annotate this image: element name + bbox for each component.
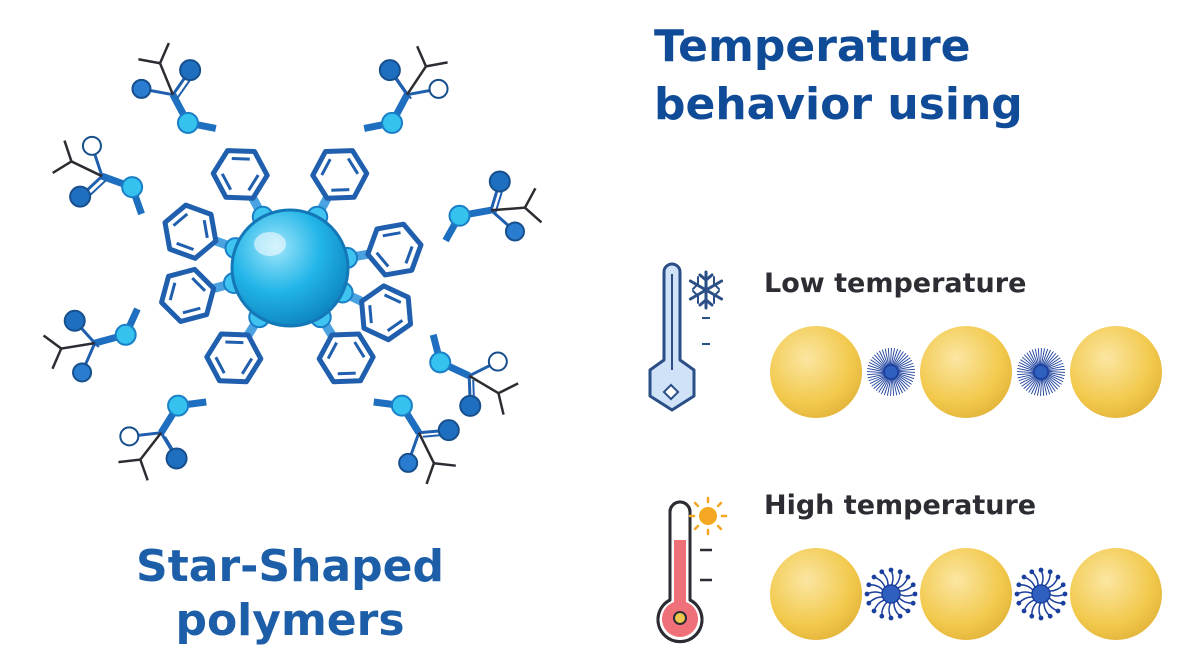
hydroxyl-atom bbox=[428, 78, 449, 99]
polymer-core bbox=[230, 208, 350, 328]
linker-node bbox=[167, 394, 190, 417]
oxygen-atom bbox=[488, 170, 511, 193]
nanoparticle-2 bbox=[920, 326, 1012, 418]
nanoparticle-1 bbox=[770, 326, 862, 418]
hydroxyl-atom bbox=[81, 135, 102, 156]
nanoparticle-3 bbox=[1070, 326, 1162, 418]
snowflake-icon bbox=[688, 270, 724, 310]
polymer-arm-8 bbox=[52, 135, 247, 261]
caption-line-1: Star-Shaped bbox=[136, 541, 444, 592]
oxygen-atom bbox=[378, 59, 401, 82]
hydroxyl-atom bbox=[72, 362, 93, 383]
nanoparticle-2 bbox=[920, 548, 1012, 640]
linker-node bbox=[390, 394, 413, 417]
polymer-arm-1 bbox=[131, 42, 274, 228]
cold-thermometer-snowflake-icon bbox=[648, 262, 724, 412]
temperature-behavior-panel: Temperature behavior using Low temperatu… bbox=[600, 0, 1189, 654]
polymer-arm-3 bbox=[336, 170, 543, 278]
polymer-arm-2 bbox=[306, 45, 449, 228]
molecule-caption: Star-Shaped polymers bbox=[0, 540, 580, 648]
hydroxyl-atom bbox=[131, 78, 152, 99]
hydroxyl-atom bbox=[119, 426, 140, 447]
benzene-ring bbox=[210, 148, 270, 201]
oxygen-atom bbox=[459, 394, 482, 417]
hydroxyl-atom bbox=[398, 452, 419, 473]
hydroxyl-atom bbox=[487, 351, 508, 372]
benzene-ring bbox=[310, 148, 370, 201]
hydroxyl-atom bbox=[504, 221, 525, 242]
linker-node bbox=[381, 111, 404, 134]
low-temperature-label: Low temperature bbox=[764, 268, 1027, 299]
linker-node bbox=[114, 323, 137, 346]
oxygen-atom bbox=[165, 447, 188, 470]
benzene-ring bbox=[162, 202, 219, 261]
polymer-arm-5 bbox=[309, 306, 460, 485]
oxygen-atom bbox=[63, 309, 86, 332]
extended-star-polymer-1 bbox=[864, 567, 918, 621]
linker-node bbox=[429, 351, 452, 374]
polymer-arm-4 bbox=[331, 281, 519, 417]
linker-node bbox=[448, 204, 471, 227]
nanoparticle-1 bbox=[770, 548, 862, 640]
title-line-2: behavior using bbox=[654, 79, 1023, 130]
benzene-ring bbox=[204, 331, 264, 385]
polymer-arm-6 bbox=[118, 306, 271, 481]
low-temperature-particle-row bbox=[770, 326, 1162, 418]
oxygen-atom bbox=[69, 185, 92, 208]
high-temperature-label: High temperature bbox=[764, 490, 1037, 521]
oxygen-atom bbox=[437, 419, 460, 442]
linker-node bbox=[176, 111, 199, 134]
caption-line-2: polymers bbox=[175, 595, 405, 646]
star-polymer-molecule bbox=[42, 42, 543, 485]
benzene-ring bbox=[359, 283, 414, 343]
title-line-1: Temperature bbox=[654, 21, 971, 72]
core-highlight bbox=[254, 232, 286, 256]
benzene-ring bbox=[365, 221, 424, 278]
extended-star-polymer-2 bbox=[1014, 567, 1068, 621]
linker-node bbox=[121, 176, 144, 199]
benzene-ring bbox=[159, 266, 217, 325]
sun-icon bbox=[688, 496, 728, 536]
collapsed-star-polymer-2 bbox=[1016, 347, 1066, 397]
hot-thermometer-sun-icon bbox=[656, 496, 728, 644]
page-title: Temperature behavior using bbox=[654, 18, 1023, 134]
oxygen-atom bbox=[179, 59, 202, 82]
nanoparticle-3 bbox=[1070, 548, 1162, 640]
collapsed-star-polymer-1 bbox=[866, 347, 916, 397]
high-temperature-particle-row bbox=[770, 548, 1162, 640]
star-polymer-panel: Star-Shaped polymers bbox=[0, 42, 580, 648]
benzene-ring bbox=[316, 331, 376, 385]
